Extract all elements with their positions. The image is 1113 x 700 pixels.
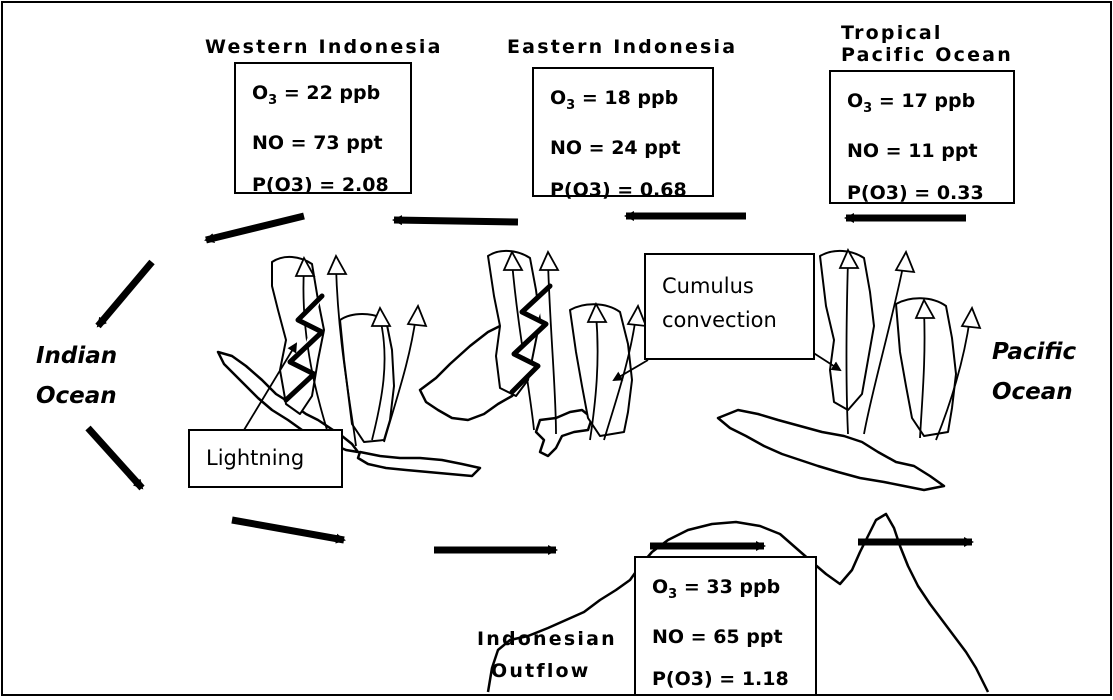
new-guinea-coastline [716,408,946,492]
flow-arrow-west-out [204,212,305,244]
region-title-eastern: Eastern Indonesia [507,36,737,58]
updraft-arrows [302,259,971,447]
updraft-west-3 [371,317,386,441]
flow-arrow-indian-down [95,259,155,329]
updraft-head-7 [586,301,608,323]
updraft-head-12 [960,305,982,330]
ocean-label-indian: Indian Ocean [36,336,117,416]
region-title-pacific-line2: Pacific Ocean [841,44,1013,66]
region-title-eastern-text: Eastern Indonesia [507,36,738,58]
flow-arrow-mid [392,215,519,226]
updraft-head-8 [626,303,648,328]
region-title-pacific-line1: Tropical [841,22,943,44]
updraft-pac-4 [935,317,971,441]
sulawesi-coastline [534,408,594,458]
ocean-label-indian-line2: Ocean [36,383,117,409]
java-coastline [356,450,482,478]
updraft-head-10 [894,249,916,274]
region-title-outflow-line2: Outflow [491,660,591,682]
region-title-outflow-line1: Indonesian [477,628,617,650]
callout-lightning-text: Lightning [206,446,305,470]
data-box-western: O3 = 22 ppb NO = 73 ppt P(O3) = 2.08 [234,62,412,196]
updraft-head-11 [914,297,936,319]
callout-lightning: Lightning [188,429,343,488]
flow-arrow-south-1 [231,516,346,544]
ocean-label-pacific: Pacific Ocean [992,332,1076,412]
callout-cumulus: Cumulus convection [644,253,815,360]
updraft-head-1 [294,255,316,277]
updraft-arrowheads [294,247,982,330]
o3-value-eastern: O3 = 18 ppb [550,87,679,113]
cumulus-pointer-right [811,351,842,372]
o3-value-outflow: O3 = 33 ppb [652,576,781,602]
no-value-outflow: NO = 65 ppt [652,625,783,648]
updraft-west-2 [335,265,357,447]
cloud-west-b [339,313,395,443]
no-value-eastern: NO = 24 ppt [550,136,681,159]
updraft-head-6 [538,249,560,271]
updraft-head-9 [838,247,860,269]
updraft-pac-1 [845,259,849,435]
ocean-label-indian-line1: Indian [36,343,118,369]
callout-cumulus-line1: Cumulus [662,274,754,298]
region-title-western: Western Indonesia [205,36,443,58]
callout-cumulus-line2: convection [662,308,777,332]
updraft-head-5 [502,249,524,271]
flow-arrow-indian-turn [85,425,145,491]
data-box-pacific: O3 = 17 ppb NO = 11 ppt P(O3) = 0.33 [829,70,1015,204]
no-value-pacific: NO = 11 ppt [847,139,978,162]
lightning-bolts [283,283,553,403]
australia-coastline [486,512,990,693]
data-box-outflow: O3 = 33 ppb NO = 65 ppt P(O3) = 1.18 [634,556,817,694]
region-title-outflow: Indonesian Outflow [477,628,617,682]
region-title-western-text: Western Indonesia [205,36,443,58]
updraft-west-1 [302,267,331,441]
cumulus-pointer-left [612,359,649,382]
ocean-label-pacific-line2: Ocean [992,379,1073,405]
transport-arrows [85,211,974,555]
lightning-bolt-west [283,293,325,403]
cloud-east-b [569,303,633,437]
cloud-pac-b [895,297,957,437]
updraft-head-3 [370,305,392,327]
no-value-western: NO = 73 ppt [252,131,383,154]
cumulus-clouds [271,250,957,443]
updraft-east-3 [589,313,599,441]
po3-value-eastern: P(O3) = 0.68 [550,178,687,201]
updraft-pac-3 [919,309,926,439]
updraft-west-4 [383,315,417,443]
callout-pointers [243,342,842,431]
lightning-bolt-east [509,283,553,395]
o3-value-western: O3 = 22 ppb [252,82,381,108]
sumatra-coastline [216,350,360,454]
po3-value-outflow: P(O3) = 1.18 [652,667,789,690]
updraft-head-2 [326,253,348,275]
data-box-eastern: O3 = 18 ppb NO = 24 ppt P(O3) = 0.68 [532,67,714,201]
lightning-pointer [243,342,298,431]
updraft-head-4 [406,303,428,328]
po3-value-pacific: P(O3) = 0.33 [847,181,984,204]
po3-value-western: P(O3) = 2.08 [252,173,389,196]
ocean-label-pacific-line1: Pacific [992,339,1077,365]
region-title-pacific: Tropical Pacific Ocean [841,22,1013,66]
coastlines [216,322,990,693]
o3-value-pacific: O3 = 17 ppb [847,90,976,116]
updraft-pac-2 [863,261,905,435]
